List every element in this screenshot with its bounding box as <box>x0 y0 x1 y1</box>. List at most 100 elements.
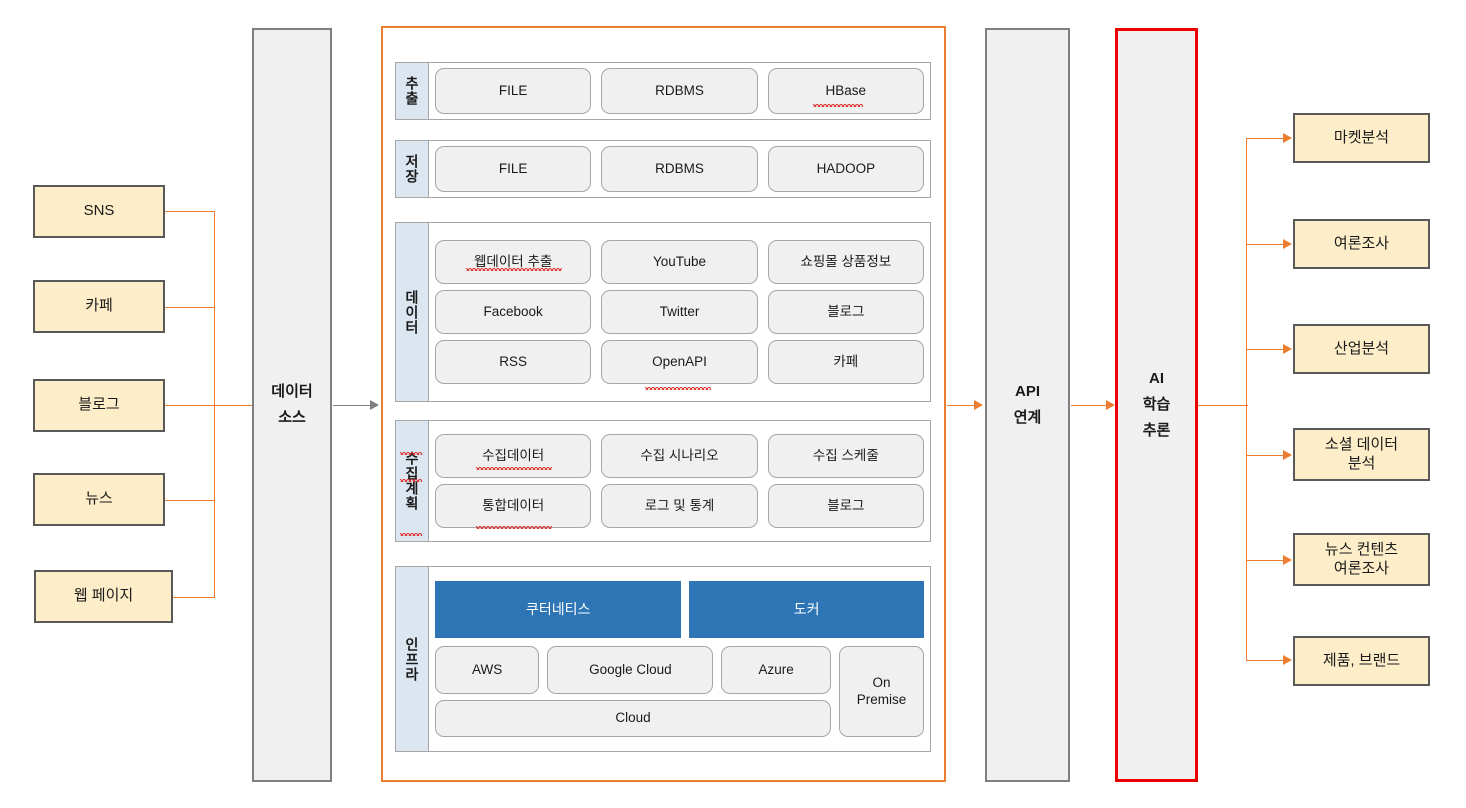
chip-label: 수집 스케줄 <box>812 447 879 463</box>
chip-docker[interactable]: 도커 <box>689 581 924 638</box>
arrow-output-5-icon <box>1283 555 1292 565</box>
chip-file[interactable]: FILE <box>435 146 592 192</box>
chip-cafe[interactable]: 카페 <box>767 340 924 384</box>
pillar-line-3: 추론 <box>1142 422 1171 440</box>
connector-source-to-platform <box>333 405 371 406</box>
source-label: 웹 페이지 <box>73 587 134 605</box>
section-data: 데이터 웹데이터 추출 YouTube 쇼핑몰 상품정보 Facebook Tw… <box>395 222 931 402</box>
connector-output-5 <box>1246 560 1284 561</box>
output-label: 뉴스 컨텐츠 여론조사 <box>1324 540 1399 577</box>
connector-sources-trunk <box>214 211 215 597</box>
chip-google-cloud[interactable]: Google Cloud <box>547 646 714 694</box>
chip-row: 수집데이터 수집 시나리오 수집 스케줄 <box>435 434 924 478</box>
chip-label: 블로그 <box>827 303 865 319</box>
chip-label: FILE <box>498 160 528 176</box>
output-box-public-opinion-survey[interactable]: 여론조사 <box>1293 219 1430 269</box>
chip-label: 도커 <box>793 601 820 618</box>
section-infra-body: 쿠터네티스 도커 AWS Google Cloud Azure Cloud On… <box>429 567 930 751</box>
output-label: 마켓분석 <box>1333 128 1390 146</box>
chip-web-data-extract[interactable]: 웹데이터 추출 <box>435 240 592 284</box>
connector-ai-stem <box>1198 405 1248 406</box>
chip-label: HADOOP <box>816 160 876 176</box>
connector-cafe-h <box>165 307 215 308</box>
chip-label: 웹데이터 추출 <box>474 253 553 269</box>
source-box-blog[interactable]: 블로그 <box>33 379 165 432</box>
arrow-output-2-icon <box>1283 239 1292 249</box>
output-box-news-content-opinion[interactable]: 뉴스 컨텐츠 여론조사 <box>1293 533 1430 586</box>
pillar-line-2: 연계 <box>1013 409 1042 426</box>
chip-label: 쇼핑몰 상품정보 <box>800 253 892 269</box>
chip-rdbms[interactable]: RDBMS <box>601 146 758 192</box>
chip-rdbms[interactable]: RDBMS <box>601 68 758 114</box>
chip-label: Azure <box>758 661 794 677</box>
connector-platform-to-api <box>947 405 975 406</box>
chip-azure[interactable]: Azure <box>721 646 831 694</box>
source-box-cafe[interactable]: 카페 <box>33 280 165 333</box>
chip-openapi[interactable]: OpenAPI <box>601 340 758 384</box>
chip-hadoop[interactable]: HADOOP <box>767 146 924 192</box>
chip-on-premise[interactable]: On Premise <box>839 646 924 737</box>
chip-integrated-data[interactable]: 통합데이터 <box>435 484 592 528</box>
chip-row: 웹데이터 추출 YouTube 쇼핑몰 상품정보 <box>435 240 924 284</box>
chip-facebook[interactable]: Facebook <box>435 290 592 334</box>
section-extract-label: 추출 <box>396 63 429 119</box>
chip-twitter[interactable]: Twitter <box>601 290 758 334</box>
arrow-output-4-icon <box>1283 450 1292 460</box>
chip-blog[interactable]: 블로그 <box>767 290 924 334</box>
chip-youtube[interactable]: YouTube <box>601 240 758 284</box>
pillar-api[interactable]: API 연계 <box>985 28 1070 782</box>
chip-label: AWS <box>472 661 503 677</box>
chip-collection-schedule[interactable]: 수집 스케줄 <box>767 434 924 478</box>
section-extract-body: FILE RDBMS HBase <box>429 63 930 119</box>
section-data-label: 데이터 <box>396 223 429 401</box>
chip-label: HBase <box>825 82 867 98</box>
chip-label: 로그 및 통계 <box>644 497 715 513</box>
pillar-line-2: 소스 <box>278 409 306 426</box>
chip-aws[interactable]: AWS <box>435 646 540 694</box>
connector-sns-h <box>165 211 215 212</box>
chip-shopping-product-info[interactable]: 쇼핑몰 상품정보 <box>767 240 924 284</box>
infra-onpremise-group: On Premise <box>839 646 924 737</box>
chip-label: Cloud <box>615 710 651 726</box>
connector-news-h <box>165 500 215 501</box>
chip-label: 블로그 <box>827 497 865 513</box>
output-box-industry-analysis[interactable]: 산업분석 <box>1293 324 1430 374</box>
connector-output-4 <box>1246 455 1284 456</box>
chip-label: Facebook <box>483 303 543 319</box>
chip-blog[interactable]: 블로그 <box>767 484 924 528</box>
chip-row: Facebook Twitter 블로그 <box>435 290 924 334</box>
chip-collected-data[interactable]: 수집데이터 <box>435 434 592 478</box>
chip-cloud-bar[interactable]: Cloud <box>435 700 831 737</box>
pillar-data-source[interactable]: 데이터 소스 <box>252 28 332 782</box>
section-store-label: 저장 <box>396 141 429 197</box>
chip-label: RSS <box>499 353 528 369</box>
arrow-source-to-platform-icon <box>370 400 379 410</box>
section-store: 저장 FILE RDBMS HADOOP <box>395 140 931 198</box>
source-label: 뉴스 <box>85 490 113 508</box>
output-label: 소셜 데이터 분석 <box>1324 435 1399 472</box>
chip-rss[interactable]: RSS <box>435 340 592 384</box>
arrow-output-1-icon <box>1283 133 1292 143</box>
infra-grid: AWS Google Cloud Azure Cloud On Premise <box>435 646 924 737</box>
chip-label: 수집 시나리오 <box>640 447 719 463</box>
connector-output-1 <box>1246 138 1284 139</box>
chip-label: On Premise <box>856 675 907 707</box>
connector-api-to-ai <box>1071 405 1107 406</box>
source-box-news[interactable]: 뉴스 <box>33 473 165 526</box>
chip-label: YouTube <box>652 253 707 269</box>
section-data-body: 웹데이터 추출 YouTube 쇼핑몰 상품정보 Facebook Twitte… <box>429 223 930 401</box>
output-box-market-analysis[interactable]: 마켓분석 <box>1293 113 1430 163</box>
output-box-product-brand[interactable]: 제품, 브랜드 <box>1293 636 1430 686</box>
chip-hbase[interactable]: HBase <box>767 68 924 114</box>
chip-label: RDBMS <box>655 82 704 98</box>
chip-kubernetes[interactable]: 쿠터네티스 <box>435 581 682 638</box>
chip-file[interactable]: FILE <box>435 68 592 114</box>
source-label: SNS <box>83 202 115 220</box>
chip-collection-scenario[interactable]: 수집 시나리오 <box>601 434 758 478</box>
source-box-sns[interactable]: SNS <box>33 185 165 238</box>
source-box-webpage[interactable]: 웹 페이지 <box>34 570 173 623</box>
chip-log-and-stats[interactable]: 로그 및 통계 <box>601 484 758 528</box>
pillar-ai[interactable]: AI 학습 추론 <box>1115 28 1198 782</box>
output-box-social-data-analysis[interactable]: 소셜 데이터 분석 <box>1293 428 1430 481</box>
